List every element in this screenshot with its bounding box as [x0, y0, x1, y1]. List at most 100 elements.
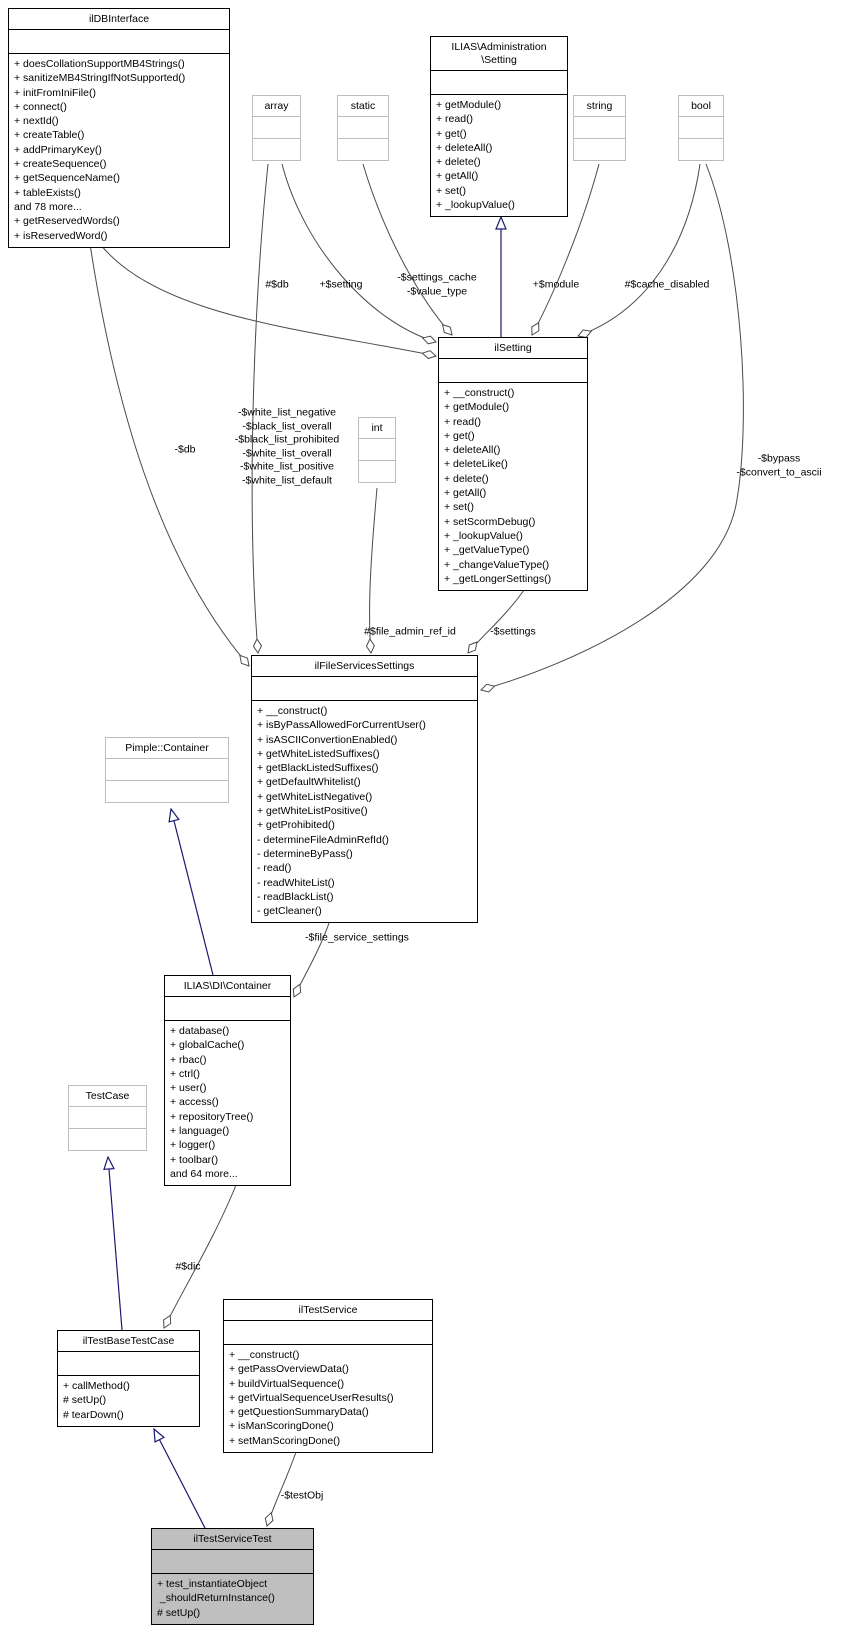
member-label: + getWhiteListPositive(): [257, 805, 368, 818]
member-label: # setUp(): [63, 1394, 107, 1407]
class-members: + __construct()+ getModule()+ read()+ ge…: [439, 383, 587, 590]
class-title: int: [359, 418, 395, 439]
member-label: + read(): [436, 113, 474, 126]
member-label: + globalCache(): [170, 1039, 245, 1052]
member-label: + getAll(): [436, 170, 479, 183]
edge-bool-ilfileservicessettings: [480, 163, 744, 693]
member-label: + toolbar(): [170, 1153, 219, 1166]
member-label: + deleteLike(): [444, 458, 508, 471]
member-label: + tableExists(): [14, 186, 81, 199]
edge-static-ilsetting: [362, 163, 453, 336]
member-label: + connect(): [14, 100, 67, 113]
member-label: + getAll(): [444, 487, 487, 500]
class-members: [338, 139, 388, 160]
member-label: + isByPassAllowedForCurrentUser(): [257, 719, 426, 732]
member-label: + addPrimaryKey(): [14, 143, 102, 156]
edge-iltestbasetestcase-inherits-testcase: [108, 1157, 123, 1331]
member-label: # tearDown(): [63, 1408, 124, 1421]
class-attributes-empty: [69, 1107, 146, 1129]
class-iltestservicetest: ilTestServiceTest + test_instantiateObje…: [151, 1528, 314, 1625]
member-label: # setUp(): [157, 1606, 201, 1619]
member-label: and 64 more...: [170, 1167, 238, 1180]
member-label: - readBlackList(): [257, 890, 334, 903]
class-title: ILIAS\Administration \Setting: [431, 37, 567, 71]
class-members: [106, 781, 228, 802]
class-title: ilTestBaseTestCase: [58, 1331, 199, 1352]
class-static: static: [337, 95, 389, 161]
class-title: ILIAS\DI\Container: [165, 976, 290, 997]
edge-array-ilfileservicessettings: [251, 163, 269, 655]
member-label: + getReservedWords(): [14, 215, 120, 228]
member-label: + access(): [170, 1096, 219, 1109]
edge-ildbinterface-ilsetting: [99, 243, 437, 360]
member-label: + set(): [444, 501, 475, 514]
class-attributes-empty: [252, 677, 477, 701]
class-members: [253, 139, 300, 160]
class-attributes-empty: [224, 1321, 432, 1345]
member-label: + ctrl(): [170, 1067, 201, 1080]
member-label: + setScormDebug(): [444, 515, 536, 528]
member-label: + getSequenceName(): [14, 172, 120, 185]
member-label: and 78 more...: [14, 200, 82, 213]
class-attributes-empty: [338, 117, 388, 139]
class-title: TestCase: [69, 1086, 146, 1107]
edge-array-ilsetting: [281, 163, 437, 345]
class-attributes-empty: [58, 1352, 199, 1376]
class-members: [679, 139, 723, 160]
member-label: + _getLongerSettings(): [444, 572, 552, 585]
class-ildbinterface[interactable]: ilDBInterface + doesCollationSupportMB4S…: [8, 8, 230, 248]
class-ilias-administration-setting[interactable]: ILIAS\Administration \Setting + getModul…: [430, 36, 568, 218]
class-members: + __construct()+ isByPassAllowedForCurre…: [252, 701, 477, 922]
member-label: + read(): [444, 415, 482, 428]
class-title: array: [253, 96, 300, 117]
class-ilsetting[interactable]: ilSetting + __construct()+ getModule()+ …: [438, 337, 588, 592]
member-label: + sanitizeMB4StringIfNotSupported(): [14, 72, 186, 85]
member-label: + get(): [436, 127, 467, 140]
class-title: static: [338, 96, 388, 117]
class-iltestbasetestcase[interactable]: ilTestBaseTestCase + callMethod() # setUp…: [57, 1330, 200, 1427]
edge-iltestservicetest-inherits-iltestbasetestcase: [154, 1429, 206, 1529]
class-array: array: [252, 95, 301, 161]
class-attributes-empty: [253, 117, 300, 139]
edge-iltestservice-iltestservicetest: [264, 1451, 297, 1527]
member-label: + __construct(): [444, 387, 515, 399]
class-title: ilTestServiceTest: [152, 1529, 313, 1550]
member-label: + delete(): [444, 472, 489, 485]
member-label: + test_instantiateObject: [157, 1578, 268, 1590]
edge-ilsetting-ilfileservicessettings: [467, 589, 525, 654]
class-members: [69, 1129, 146, 1150]
class-ilias-di-container[interactable]: ILIAS\DI\Container + database()+ globalC…: [164, 975, 291, 1187]
member-label: + _getValueType(): [444, 544, 530, 557]
member-label: + logger(): [170, 1139, 216, 1152]
member-label: + delete(): [436, 156, 481, 169]
member-label: + isManScoringDone(): [229, 1420, 334, 1433]
class-title: ilTestService: [224, 1300, 432, 1321]
member-label: + deleteAll(): [436, 141, 493, 154]
member-label: + getQuestionSummaryData(): [229, 1406, 369, 1419]
class-ilfileservicessettings[interactable]: ilFileServicesSettings + __construct()+ …: [251, 655, 478, 924]
member-label: + isASCIIConvertionEnabled(): [257, 733, 398, 746]
member-label: + user(): [170, 1082, 207, 1095]
member-label: - getCleaner(): [257, 905, 322, 918]
member-label: - read(): [257, 862, 292, 875]
member-label: + rbac(): [170, 1053, 207, 1066]
class-attributes-empty: [679, 117, 723, 139]
class-members: + callMethod() # setUp()# tearDown(): [58, 1376, 199, 1426]
member-label: + callMethod(): [63, 1380, 130, 1392]
member-label: + set(): [436, 184, 467, 197]
member-label: - determineByPass(): [257, 847, 353, 860]
member-label: + deleteAll(): [444, 444, 501, 457]
class-attributes-empty: [431, 71, 567, 95]
class-attributes-empty: [165, 997, 290, 1021]
member-label: + getVirtualSequenceUserResults(): [229, 1391, 394, 1404]
class-string: string: [573, 95, 626, 161]
class-iltestservice[interactable]: ilTestService + __construct()+ getPassOv…: [223, 1299, 433, 1454]
class-title: Pimple::Container: [106, 738, 228, 759]
member-label: - determineFileAdminRefId(): [257, 833, 389, 846]
member-label: + setManScoringDone(): [229, 1434, 341, 1447]
edge-string-ilsetting: [531, 163, 600, 336]
member-label: + _lookupValue(): [444, 529, 523, 542]
class-attributes-empty: [574, 117, 625, 139]
